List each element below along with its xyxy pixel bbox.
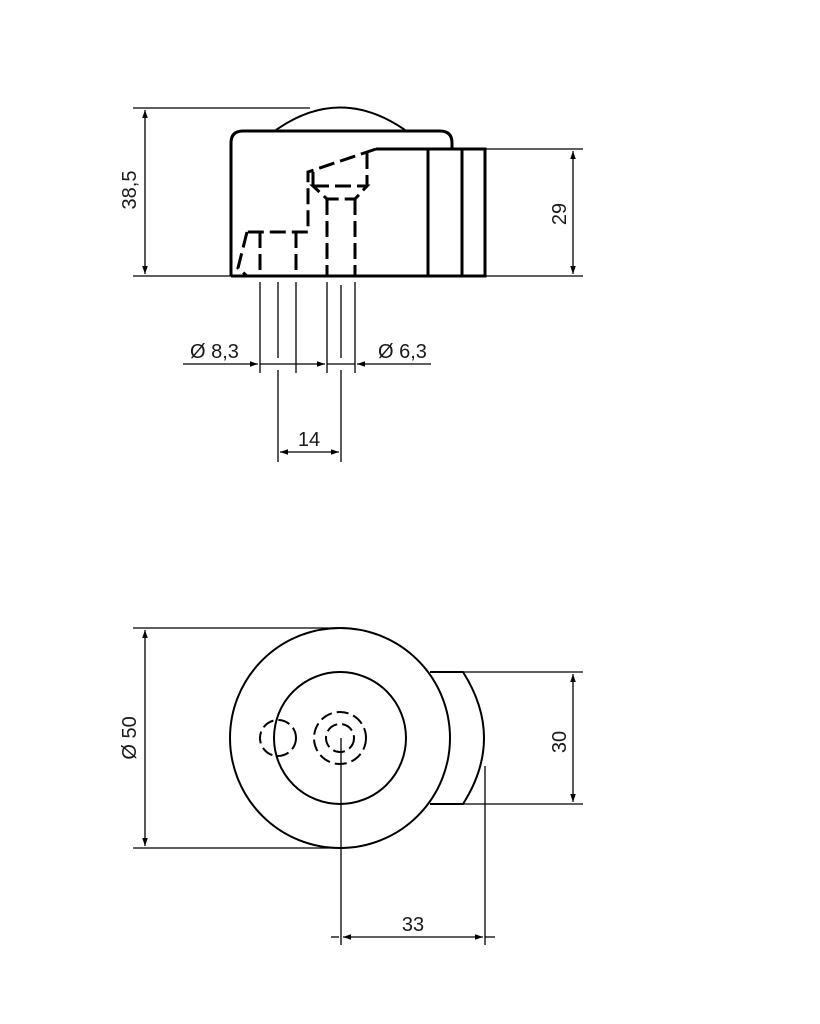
top-view [229, 627, 485, 849]
hole-hidden [325, 723, 355, 753]
flange [426, 147, 487, 278]
outer-circle [229, 627, 451, 849]
body-outline [229, 129, 454, 276]
countersink-hidden [313, 711, 367, 765]
ball-dome [275, 106, 406, 131]
dim-14: 14 [298, 429, 320, 451]
dim-29: 29 [549, 203, 571, 225]
side-dimensions: 38,5 29 Ø 8,3 Ø 6,3 14 [119, 107, 583, 462]
dim-38-5: 38,5 [119, 171, 141, 210]
inner-circle [273, 671, 407, 805]
side-view [229, 106, 487, 278]
hidden-step [242, 147, 377, 234]
dim-33: 33 [402, 914, 424, 936]
mounting-tab [430, 671, 485, 805]
dim-30: 30 [549, 731, 571, 753]
dim-dia-8-3: Ø 8,3 [190, 341, 239, 363]
dim-dia-50: Ø 50 [119, 716, 141, 759]
hole-small-hidden [259, 719, 297, 757]
dim-dia-6-3: Ø 6,3 [378, 341, 427, 363]
top-dimensions: Ø 50 30 33 [119, 627, 583, 945]
